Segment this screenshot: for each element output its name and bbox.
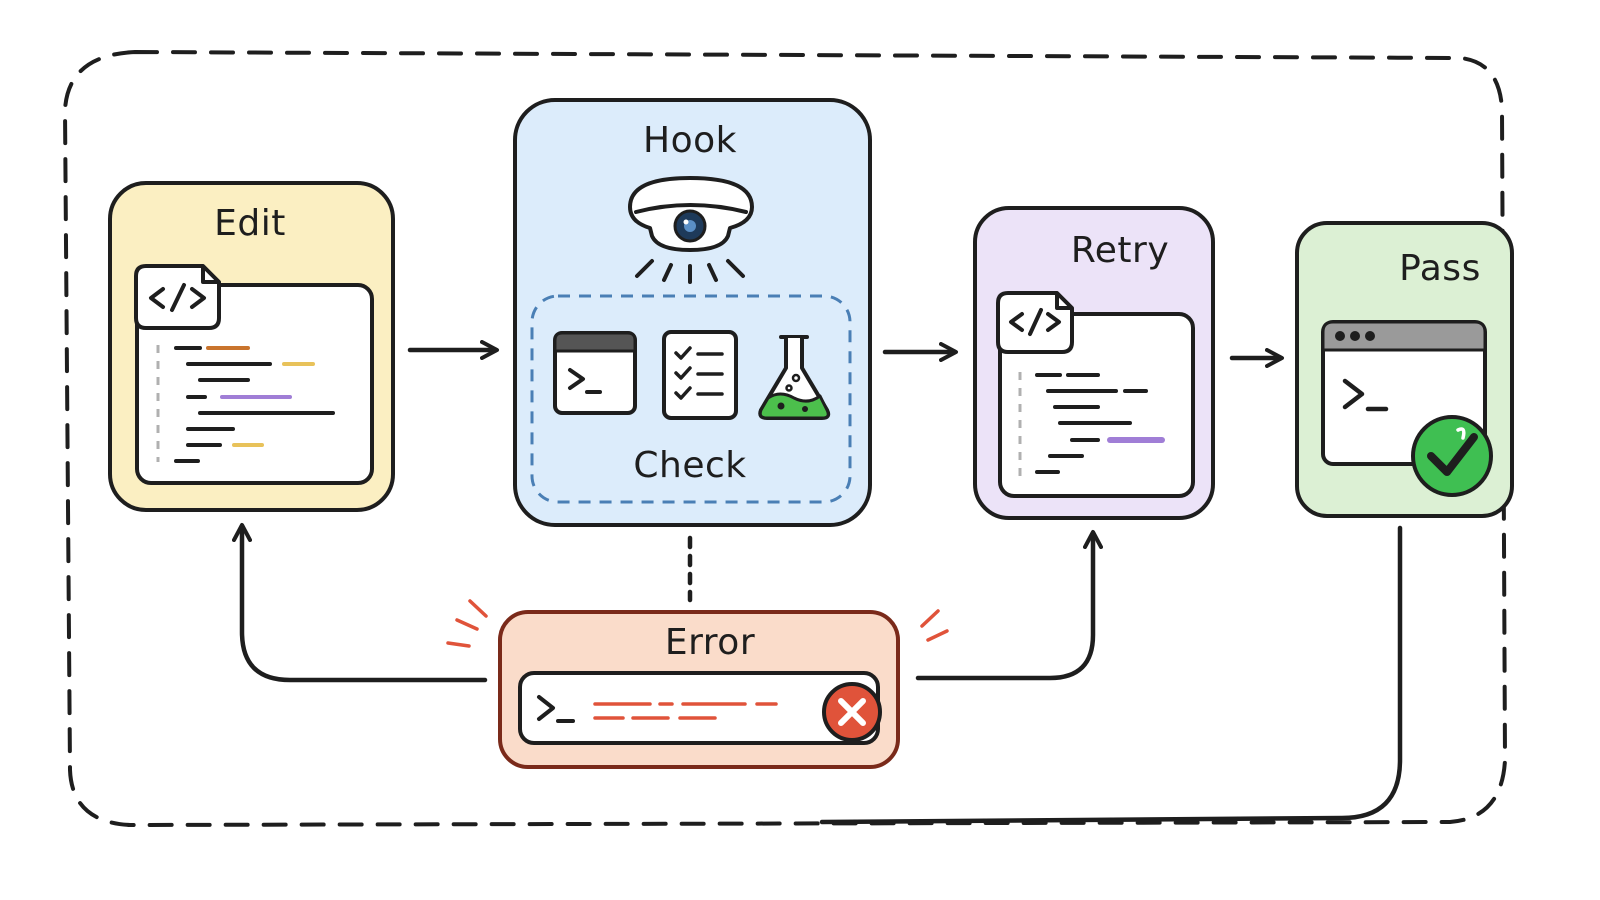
pass-node bbox=[1295, 221, 1514, 518]
hook-label: Hook bbox=[643, 120, 737, 161]
code-editor-window bbox=[135, 283, 374, 485]
edit-label: Edit bbox=[214, 203, 286, 244]
connectors bbox=[232, 340, 1403, 825]
checklist-icon bbox=[662, 330, 738, 420]
arrow-error-to-edit bbox=[232, 523, 488, 683]
x-circle-icon bbox=[822, 682, 882, 742]
pass-label: Pass bbox=[1399, 248, 1481, 289]
code-file-icon bbox=[996, 291, 1074, 354]
arrow-error-to-retry bbox=[915, 530, 1103, 681]
error-label: Error bbox=[664, 622, 756, 663]
retry-node bbox=[973, 206, 1215, 520]
check-label: Check bbox=[633, 445, 747, 486]
alert-rays bbox=[446, 599, 949, 648]
error-node bbox=[446, 599, 949, 769]
loop-boundary bbox=[62, 49, 1508, 828]
connector-pass-return bbox=[819, 525, 1403, 825]
code-editor-window bbox=[998, 312, 1195, 498]
hook-node bbox=[513, 98, 872, 527]
flask-icon bbox=[758, 335, 831, 420]
check-circle-icon bbox=[1411, 415, 1493, 497]
terminal-icon bbox=[553, 331, 637, 415]
check-group-frame bbox=[530, 294, 852, 504]
code-file-icon bbox=[134, 264, 221, 330]
retry-label: Retry bbox=[1070, 230, 1170, 271]
camera-eye-icon bbox=[628, 176, 754, 284]
edit-node bbox=[108, 181, 395, 512]
